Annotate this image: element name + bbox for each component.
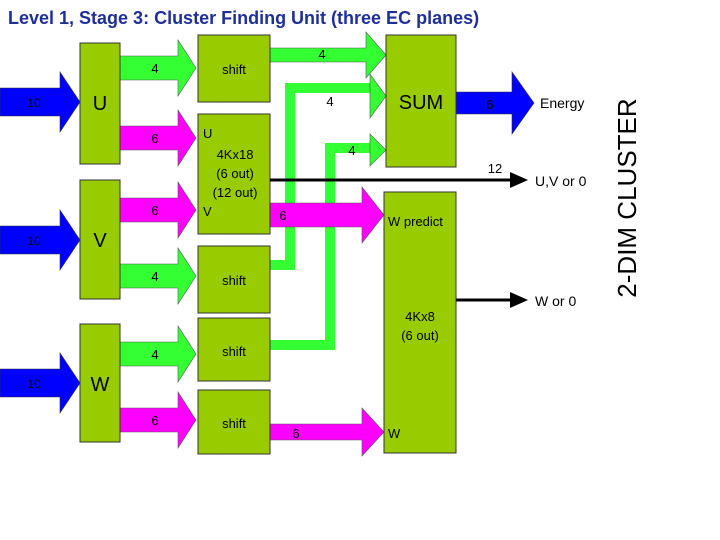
bus-label-shiftw-sum: 4 [348, 143, 355, 158]
output-energy: Energy [540, 95, 584, 111]
arrow-v-to-lut [119, 180, 197, 240]
block-w [79, 323, 121, 443]
bus-label-w-shift4: 4 [151, 347, 158, 362]
arrow-sum-out [455, 71, 535, 135]
lut-size: 4Kx18 [217, 147, 254, 162]
bus-label-shift6-wpred: 6 [292, 426, 299, 441]
bus-label-u-lut: 6 [151, 131, 158, 146]
bus-label-w-shift6: 6 [151, 413, 158, 428]
block-v [79, 179, 121, 300]
block-shift-w4-label: shift [222, 344, 246, 359]
lut-out1: (6 out) [216, 166, 254, 181]
green-arrowhead-sum-low [369, 133, 387, 167]
bus-label-shiftv-sum: 4 [326, 94, 333, 109]
block-shift-v-label: shift [222, 273, 246, 288]
input-width-w: 10 [27, 377, 41, 391]
block-lut [197, 113, 271, 235]
block-v-label: V [93, 230, 107, 252]
bus-label-uv-out: 12 [488, 161, 502, 176]
bus-label-v-shift: 4 [151, 269, 158, 284]
wpred-size: 4Kx8 [405, 309, 435, 324]
block-sum-label: SUM [399, 92, 443, 114]
arrow-v-to-shift [119, 246, 197, 306]
block-shift-top-label: shift [222, 62, 246, 77]
diagram-title: Level 1, Stage 3: Cluster Finding Unit (… [8, 8, 479, 28]
block-u [79, 42, 121, 165]
arrow-input-w [0, 352, 81, 414]
green-arrows: 4 4 4 4 [119, 31, 387, 384]
input-width-u: 10 [27, 96, 41, 110]
green-arrowhead-sum-mid [369, 73, 387, 119]
bus-label-sum-out: 6 [486, 97, 493, 112]
lut-port-u: U [203, 126, 212, 141]
green-routing: 4 4 [270, 73, 387, 350]
wpred-port-w: W [388, 426, 401, 441]
lut-out2: (12 out) [213, 185, 258, 200]
input-width-v: 10 [27, 234, 41, 248]
arrow-w-to-shift6 [119, 390, 197, 450]
arrow-input-v [0, 209, 81, 271]
block-shift-w6-label: shift [222, 416, 246, 431]
block-w-label: W [91, 374, 110, 396]
magenta-arrows: 6 6 6 6 6 [119, 108, 385, 457]
blue-input-arrows: 10 10 10 6 [0, 71, 535, 414]
lut-port-v: V [203, 204, 212, 219]
arrowhead-uv-out [510, 172, 528, 188]
output-w: W or 0 [535, 293, 576, 309]
arrow-input-u [0, 71, 81, 133]
arrow-u-to-lut [119, 108, 197, 168]
blocks: U V W shift U 4Kx18 (6 out) (12 out) V s… [79, 34, 457, 455]
bus-label-shift-sum: 4 [318, 47, 325, 62]
arrow-shift6-to-wpred [269, 407, 385, 457]
bus-label-u-shift: 4 [151, 61, 158, 76]
side-label: 2-DIM CLUSTER [612, 98, 642, 297]
arrow-w-to-shift4 [119, 324, 197, 384]
arrow-u-to-shift [119, 38, 197, 98]
block-shift-v [197, 245, 271, 314]
block-shift-top [197, 34, 271, 103]
output-lines: 12 [270, 161, 528, 308]
arrowhead-w-out [510, 292, 528, 308]
arrow-lut-to-wpred [269, 186, 385, 244]
green-route-shiftw [270, 143, 370, 350]
wpred-out: (6 out) [401, 328, 439, 343]
block-u-label: U [93, 93, 107, 115]
wpred-label: W predict [388, 214, 443, 229]
block-wpred [383, 191, 457, 454]
bus-label-lut-wpred: 6 [279, 208, 286, 223]
block-sum [385, 34, 457, 168]
block-shift-w4 [197, 317, 271, 382]
bus-label-v-lut: 6 [151, 203, 158, 218]
block-shift-w6 [197, 389, 271, 455]
output-uv: U,V or 0 [535, 173, 587, 189]
arrow-shift-to-sum [269, 31, 387, 79]
green-route-shiftv [270, 83, 370, 270]
